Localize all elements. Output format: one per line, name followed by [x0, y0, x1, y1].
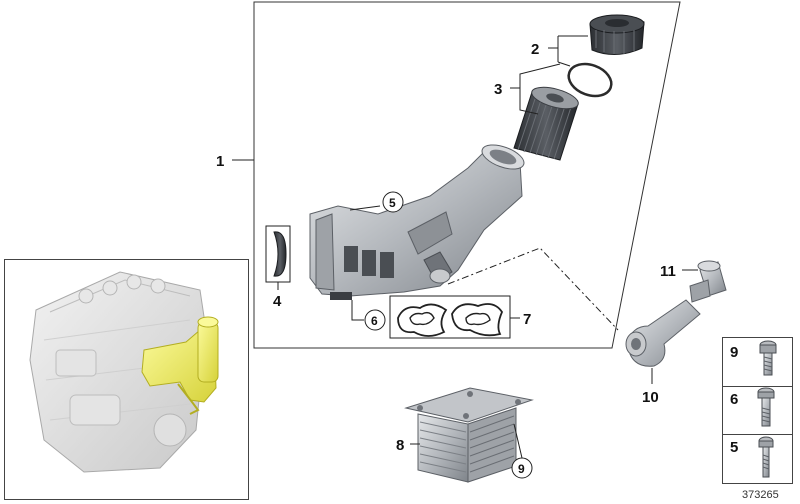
- o-ring: [567, 62, 613, 98]
- callout-6-ring: [364, 309, 386, 331]
- pipe-connector: [689, 260, 727, 303]
- engine-block-illustration: [29, 271, 207, 473]
- oil-filter-cap: [589, 14, 645, 55]
- leader-2: [548, 35, 588, 67]
- reference-number: 373265: [742, 489, 779, 501]
- housing-seal: [265, 225, 291, 283]
- oil-filter-housing: [309, 144, 525, 300]
- legend-label-bolt-c: 5: [730, 439, 738, 456]
- connection-line: [447, 247, 619, 331]
- assembly-frame: [253, 1, 681, 349]
- oil-cooler: [404, 387, 534, 483]
- legend-label-bolt-a: 9: [730, 344, 738, 361]
- callout-4: 4: [273, 293, 282, 310]
- leader-3: [510, 63, 561, 115]
- leader-5: [349, 205, 381, 211]
- callout-8: 8: [396, 437, 404, 454]
- engine-inset: [4, 259, 249, 500]
- highlighted-oil-filter-housing: [141, 316, 219, 415]
- oil-pipe: [625, 299, 701, 367]
- bolt-c-icon: [758, 436, 774, 478]
- oil-filter-element: [513, 86, 579, 161]
- bolt-b-icon: [757, 387, 775, 427]
- callout-10: 10: [642, 389, 659, 406]
- callout-6: 6: [371, 314, 378, 328]
- callout-9: 9: [518, 462, 525, 476]
- gasket-set: [389, 295, 511, 339]
- callout-9-ring: [511, 457, 533, 479]
- leader-9: [513, 423, 523, 459]
- callout-1: 1: [216, 153, 224, 170]
- callout-5: 5: [389, 196, 396, 210]
- callout-11: 11: [660, 263, 676, 280]
- callout-3: 3: [494, 81, 502, 98]
- bolt-a-icon: [759, 340, 777, 376]
- leader-6: [351, 300, 364, 321]
- callout-7: 7: [523, 311, 531, 328]
- callout-5-ring: [382, 191, 404, 213]
- fastener-legend: 9 6 5: [722, 337, 793, 484]
- legend-label-bolt-b: 6: [730, 391, 738, 408]
- callout-2: 2: [531, 41, 539, 58]
